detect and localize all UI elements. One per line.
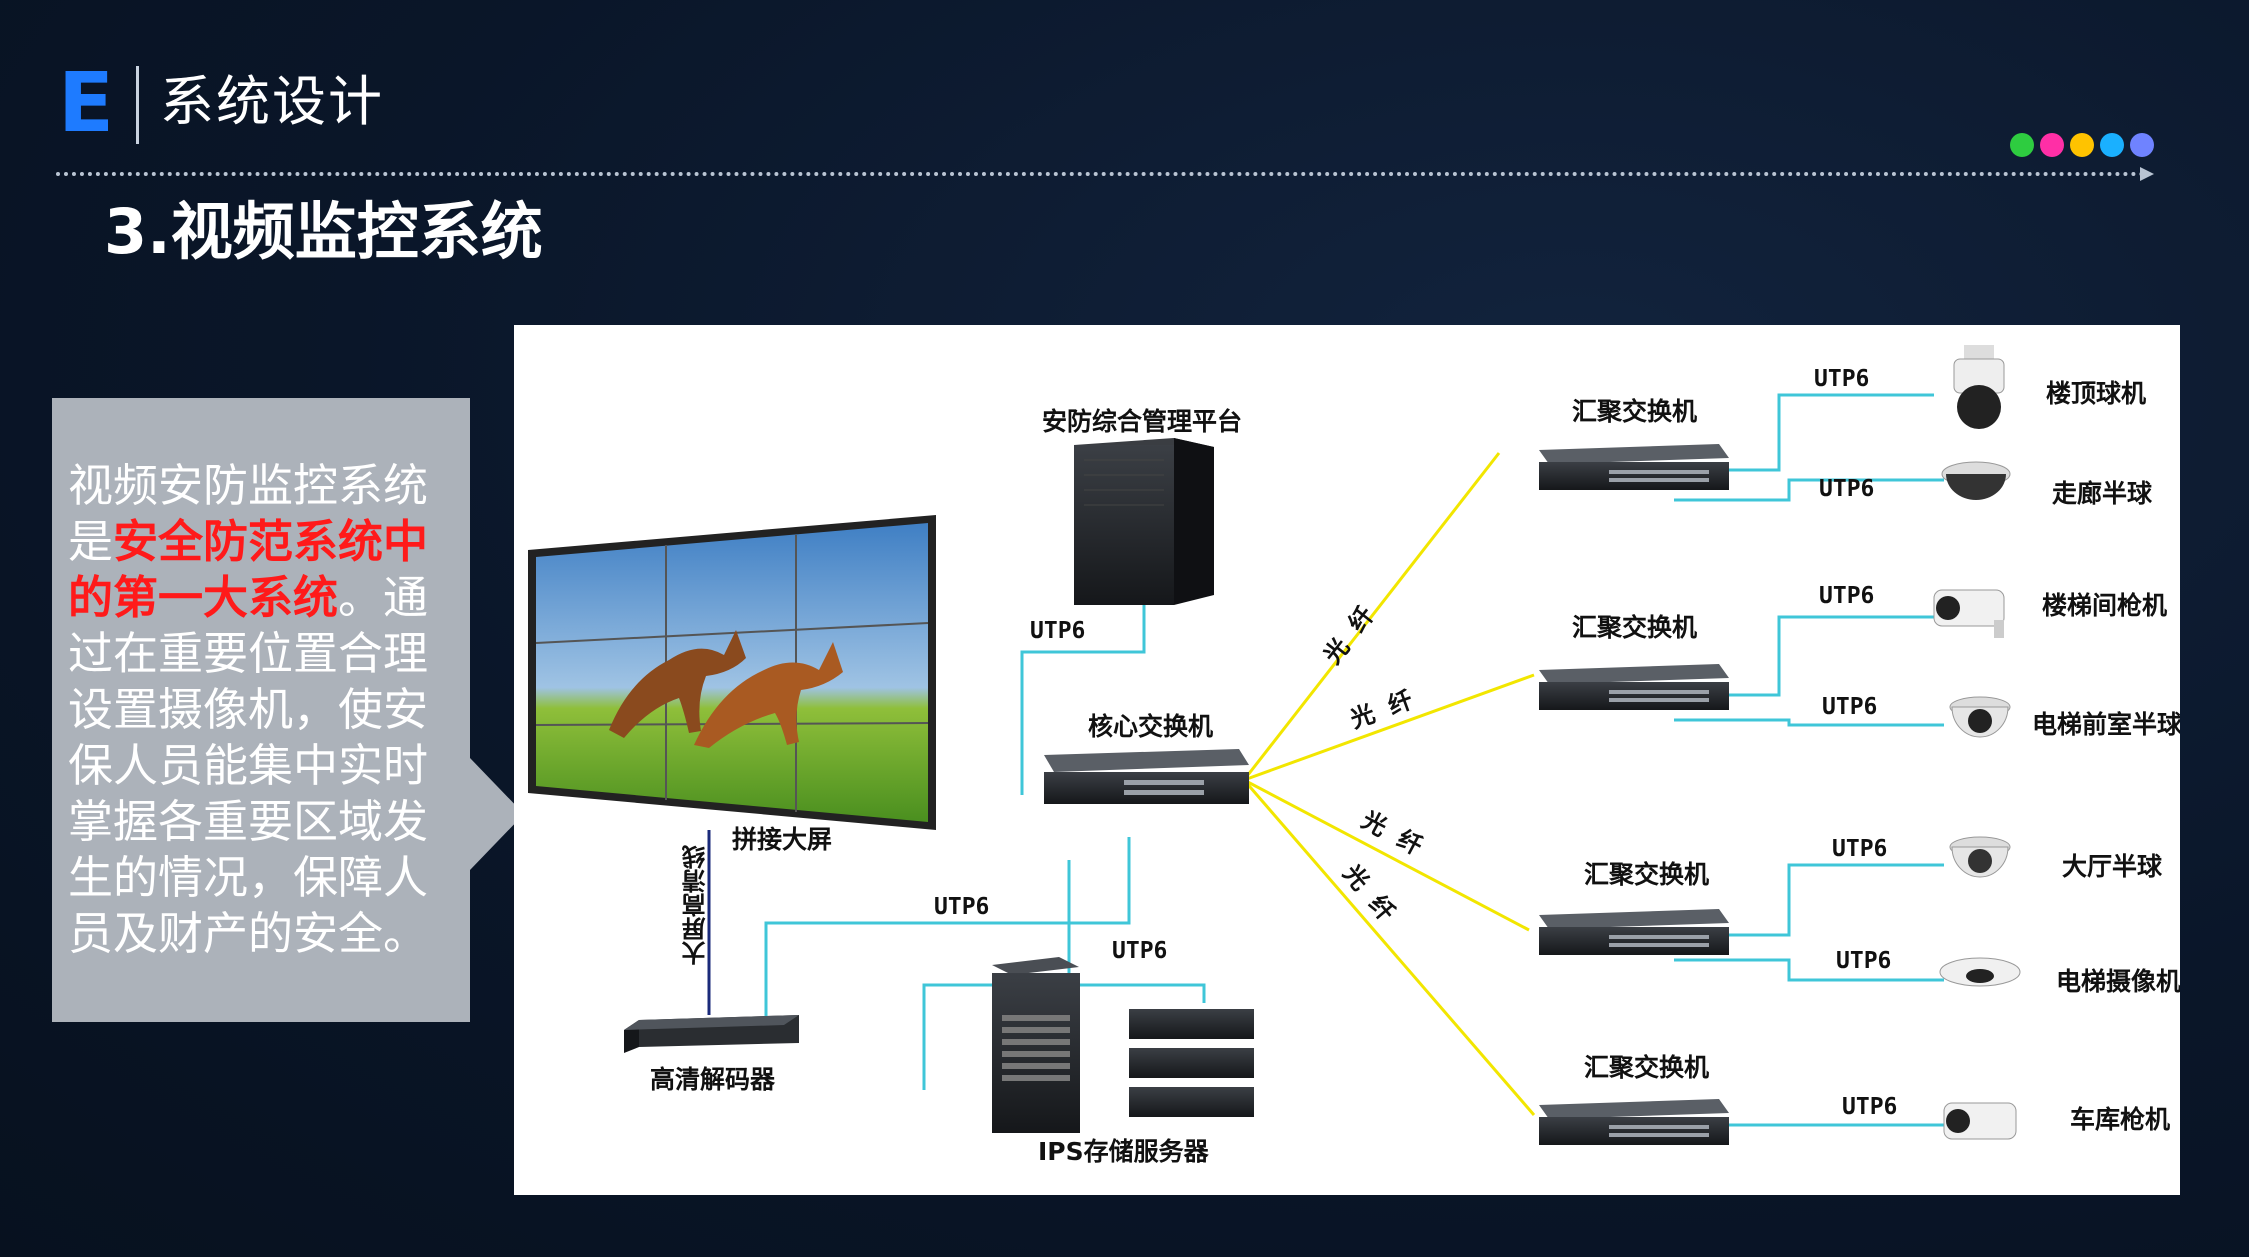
dotted-divider-arrow xyxy=(56,172,2146,176)
storage-server-devices xyxy=(992,957,1254,1133)
decoder-label: 高清解码器 xyxy=(650,1065,776,1094)
video-wall-device xyxy=(528,515,936,830)
description-panel: 视频安防监控系统是安全防范系统中的第一大系统。通过在重要位置合理设置摄像机，使安… xyxy=(52,398,524,1022)
aggregation-switch-label-3: 汇聚交换机 xyxy=(1584,860,1710,889)
topology-graphics xyxy=(528,345,2021,1145)
blue-dot xyxy=(2100,133,2124,157)
utp-label-cam-4: UTP6 xyxy=(1822,694,1878,720)
description-text: 视频安防监控系统是安全防范系统中的第一大系统。通过在重要位置合理设置摄像机，使安… xyxy=(68,458,468,962)
camera-label-stairwell: 楼梯间枪机 xyxy=(2042,591,2168,620)
camera-label-elevator-lobby: 电梯前室半球 xyxy=(2032,710,2180,739)
utp-label-platform: UTP6 xyxy=(1030,618,1086,644)
camera-label-corridor: 走廊半球 xyxy=(2052,479,2153,508)
description-text-start: 视频安防监控系统是 xyxy=(68,459,429,568)
camera-label-rooftop: 楼顶球机 xyxy=(2046,379,2147,408)
camera-label-garage: 车库枪机 xyxy=(2070,1105,2171,1134)
yellow-dot xyxy=(2070,133,2094,157)
core-switch-label: 核心交换机 xyxy=(1088,712,1214,741)
aggregation-switch-devices xyxy=(1539,444,1729,1145)
platform-label: 安防综合管理平台 xyxy=(1042,407,1243,436)
violet-dot xyxy=(2130,133,2154,157)
aggregation-switch-label-2: 汇聚交换机 xyxy=(1572,613,1698,642)
utp-label-cam-6: UTP6 xyxy=(1836,948,1892,974)
video-wall-label: 拼接大屏 xyxy=(732,825,833,854)
hd-decoder-device xyxy=(624,1015,799,1053)
network-topology-diagram: 安防综合管理平台 拼接大屏 大屏高清线 高清解码器 核心交换机 IPS存储服务器… xyxy=(514,325,2180,1195)
aggregation-switch-label-4: 汇聚交换机 xyxy=(1584,1053,1710,1082)
brand-logo-e: E xyxy=(58,56,115,151)
brand-color-dots xyxy=(2010,133,2160,159)
utp-label-cam-2: UTP6 xyxy=(1819,476,1875,502)
header-title: 系统设计 xyxy=(160,70,384,133)
utp-links xyxy=(764,393,1944,1127)
utp-label-cam-5: UTP6 xyxy=(1832,836,1888,862)
pink-dot xyxy=(2040,133,2064,157)
core-switch-device xyxy=(1044,749,1249,804)
green-dot xyxy=(2010,133,2034,157)
description-highlight: 安全防范系统中的第一大系统 xyxy=(68,515,429,624)
utp-label-decoder: UTP6 xyxy=(934,894,990,920)
camera-label-hall: 大厅半球 xyxy=(2062,852,2163,881)
utp-label-cam-3: UTP6 xyxy=(1819,583,1875,609)
fiber-links xyxy=(1242,452,1536,1116)
wall-link-label: 大屏高清线 xyxy=(682,845,710,965)
utp-label-cam-7: UTP6 xyxy=(1842,1094,1898,1120)
storage-label: IPS存储服务器 xyxy=(1038,1137,1209,1166)
section-title: 3.视频监控系统 xyxy=(104,195,543,268)
camera-devices xyxy=(1933,345,2021,1140)
utp-label-storage: UTP6 xyxy=(1112,938,1168,964)
aggregation-switch-label-1: 汇聚交换机 xyxy=(1572,397,1698,426)
utp-label-cam-1: UTP6 xyxy=(1814,366,1870,392)
description-text-end: 。通过在重要位置合理设置摄像机，使安保人员能集中实时掌握各重要区域发生的情况，保… xyxy=(68,571,429,960)
management-server-device xyxy=(1074,438,1214,605)
camera-label-elevator: 电梯摄像机 xyxy=(2056,967,2180,996)
header-divider xyxy=(136,66,139,144)
